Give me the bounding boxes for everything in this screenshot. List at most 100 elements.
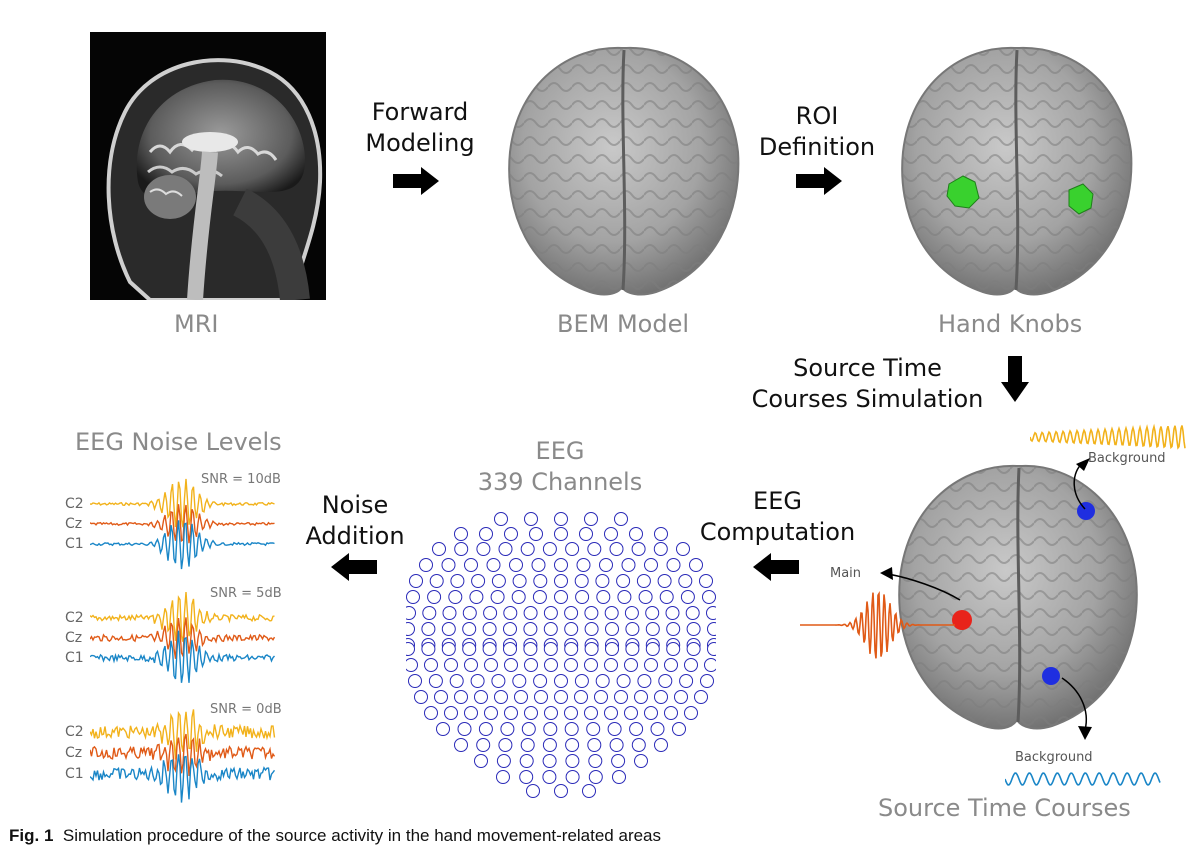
roi-right-hand-knob — [1068, 183, 1094, 215]
electrode — [544, 706, 558, 720]
noise-traces — [90, 709, 276, 803]
electrode — [672, 722, 686, 736]
electrode — [659, 590, 674, 604]
electrode — [523, 606, 538, 620]
electrode — [666, 558, 681, 572]
electrode — [574, 690, 588, 704]
electrode — [584, 622, 599, 636]
electrode — [471, 574, 486, 588]
electrode — [686, 622, 701, 636]
electrode — [605, 622, 619, 636]
roi-left-hand-knob — [946, 175, 980, 209]
electrode — [599, 558, 613, 572]
electrode — [449, 674, 464, 688]
electrode — [595, 574, 610, 588]
forward-modeling-label: Forward Modeling — [365, 98, 475, 157]
electrode — [579, 527, 593, 541]
electrode — [644, 558, 658, 572]
electrode — [658, 674, 673, 688]
trace-c2 — [90, 709, 276, 760]
arrow-right-icon — [796, 167, 842, 195]
arrow-left-icon — [753, 553, 799, 581]
electrode — [700, 674, 714, 688]
electrode — [544, 658, 558, 672]
electrode — [432, 542, 446, 556]
electrode — [707, 642, 716, 656]
noise-group-0db: SNR = 0dB C2 Cz C1 — [60, 702, 310, 812]
electrode — [565, 542, 580, 556]
electrode — [565, 754, 580, 768]
electrode — [650, 722, 665, 736]
electrode — [479, 527, 493, 541]
electrode — [464, 558, 478, 572]
electrode — [441, 558, 456, 572]
trace-cz — [90, 504, 275, 544]
electrode — [427, 590, 442, 604]
electrode — [464, 706, 478, 720]
electrode — [702, 590, 716, 604]
electrode — [414, 690, 428, 704]
electrode — [531, 558, 546, 572]
electrode — [409, 574, 423, 588]
electrode — [476, 542, 491, 556]
electrode — [476, 738, 491, 752]
background-label-top: Background — [1088, 451, 1166, 466]
electrode — [684, 706, 698, 720]
electrode — [542, 770, 557, 784]
electrode — [523, 622, 538, 636]
electrode — [524, 512, 538, 526]
electrode — [421, 622, 436, 636]
figure-caption: Fig. 1 Simulation procedure of the sourc… — [9, 826, 661, 846]
electrode — [534, 690, 548, 704]
hand-knobs-brain — [901, 46, 1133, 296]
electrode — [542, 754, 557, 768]
electrode — [631, 738, 646, 752]
electrode — [624, 606, 639, 620]
electrode — [645, 642, 660, 656]
electrode — [595, 674, 610, 688]
electrode — [491, 674, 506, 688]
electrode — [605, 642, 619, 656]
main-label: Main — [830, 566, 862, 581]
electrode — [483, 606, 498, 620]
electrode — [654, 527, 668, 541]
electrode — [604, 606, 619, 620]
electrode — [666, 622, 681, 636]
electrode — [704, 658, 716, 672]
electrode — [442, 606, 457, 620]
electrode — [621, 558, 636, 572]
electrode — [462, 622, 477, 636]
electrode — [532, 590, 547, 604]
electrode — [428, 674, 443, 688]
electrode — [634, 690, 648, 704]
electrode — [514, 690, 528, 704]
electrode — [498, 738, 513, 752]
electrode — [469, 590, 484, 604]
electrode — [521, 722, 536, 736]
electrode — [584, 512, 598, 526]
channel-label-c2: C2 — [65, 496, 84, 512]
electrode — [582, 784, 596, 798]
electrode — [542, 542, 557, 556]
electrode — [564, 606, 579, 620]
eeg-title-line1: EEG — [535, 437, 585, 465]
electrode — [657, 574, 672, 588]
electrode — [609, 738, 624, 752]
electrode — [529, 527, 543, 541]
electrode — [484, 658, 498, 672]
electrode — [519, 754, 534, 768]
channel-label-c1: C1 — [65, 766, 84, 782]
eeg-noise-levels-title: EEG Noise Levels — [75, 428, 282, 456]
eeg-title-line2: 339 Channels — [477, 468, 643, 496]
electrode — [636, 574, 651, 588]
electrode — [604, 527, 618, 541]
electrode — [564, 722, 579, 736]
electrode — [441, 622, 456, 636]
electrode — [524, 706, 538, 720]
electrode — [644, 658, 658, 672]
electrode — [482, 622, 497, 636]
electrode — [707, 622, 716, 636]
background-label-bottom: Background — [1015, 750, 1093, 765]
electrode — [470, 674, 485, 688]
trace-cz — [90, 617, 276, 659]
